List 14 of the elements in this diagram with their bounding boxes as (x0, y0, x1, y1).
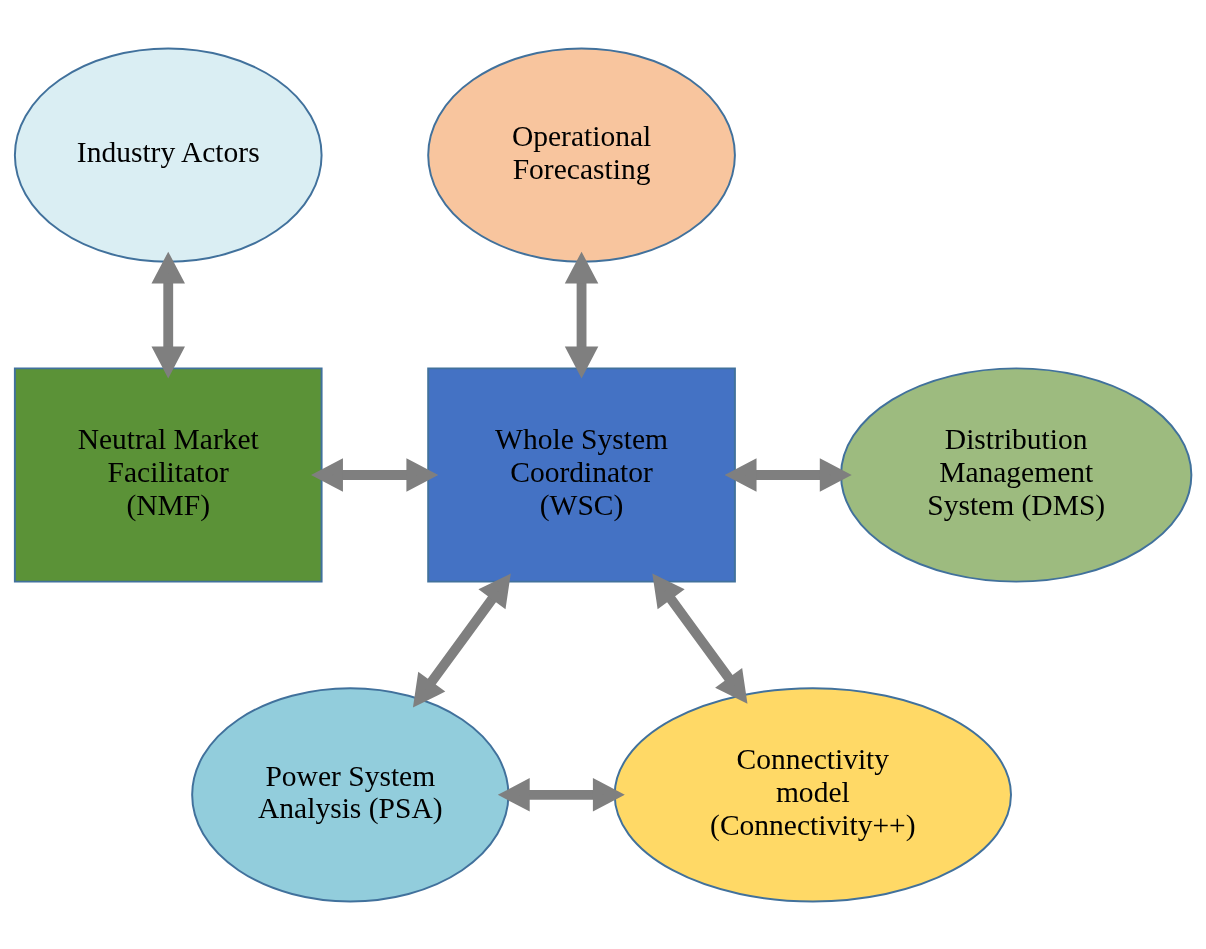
arrow (151, 251, 185, 378)
arrow (412, 573, 511, 707)
arrow (724, 457, 852, 492)
arrow (311, 457, 439, 492)
node-ellipse: Power System Analysis (PSA) (191, 686, 510, 902)
node-ellipse: Distribution Management System (DMS) (840, 366, 1193, 583)
arrow (652, 573, 748, 704)
arrow (497, 777, 625, 812)
arrow (564, 251, 599, 378)
node-ellipse: Operational Forecasting (427, 47, 736, 263)
node-box: Whole System Coordinator (WSC) (427, 366, 736, 583)
node-box: Neutral Market Facilitator (NMF) (13, 366, 323, 583)
node-ellipse: Industry Actors (13, 47, 323, 263)
node-ellipse: Connectivity model (Connectivity++) (613, 686, 1012, 902)
